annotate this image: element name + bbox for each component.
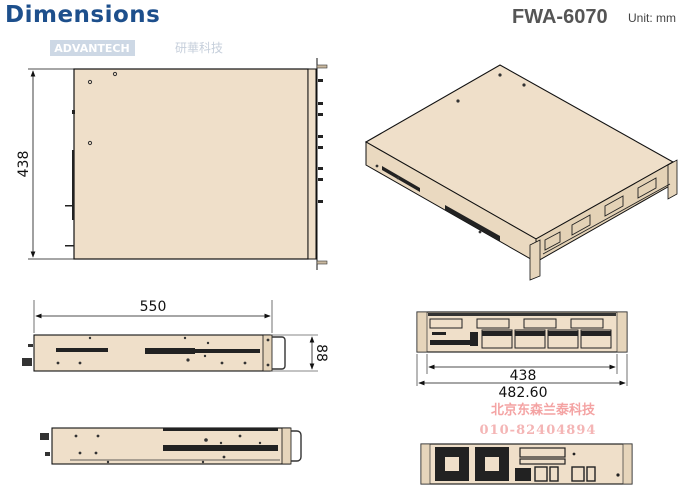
isometric-view — [364, 64, 678, 281]
front-outer-width-label: 482.60 — [499, 385, 548, 401]
side-height-label: 88 — [313, 344, 329, 362]
fan-icon — [435, 447, 469, 481]
page-title: Dimensions — [5, 2, 161, 28]
advantech-watermark: ADVANTECH 研華科技 — [50, 40, 223, 56]
dealer-watermark: 北京东森兰泰科技 010-82404894 — [480, 402, 597, 438]
top-depth-label: 438 — [16, 151, 32, 178]
fan-icon — [475, 447, 509, 481]
svg-text:ADVANTECH: ADVANTECH — [54, 42, 129, 55]
side-view-bottom — [40, 427, 302, 465]
svg-text:010-82404894: 010-82404894 — [480, 423, 597, 438]
side-view: 550 88 — [22, 299, 329, 372]
front-view: 438 482.60 — [416, 311, 628, 401]
rear-view — [420, 443, 633, 485]
svg-text:北京东森兰泰科技: 北京东森兰泰科技 — [491, 402, 596, 418]
model-name: FWA-6070 — [512, 6, 608, 28]
side-length-label: 550 — [140, 299, 167, 315]
top-view: 438 — [16, 58, 328, 270]
svg-text:研華科技: 研華科技 — [175, 41, 223, 55]
front-inner-width-label: 438 — [510, 368, 537, 384]
unit-label: Unit: mm — [628, 11, 676, 25]
